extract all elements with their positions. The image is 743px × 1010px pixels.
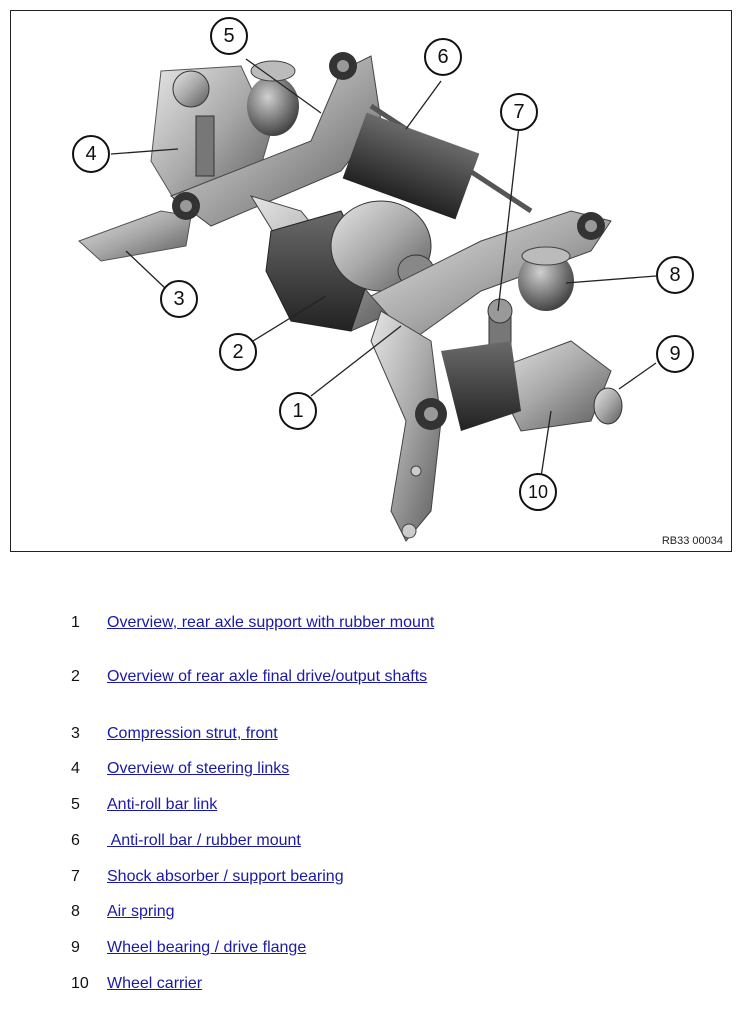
legend-link-air-spring[interactable]: Air spring (107, 903, 175, 920)
legend-number: 6 (71, 832, 80, 849)
legend-number: 3 (71, 725, 80, 742)
callout-2: 2 (232, 341, 243, 363)
rear-axle-illustration: 1 2 3 4 5 6 7 8 9 10 (72, 17, 694, 542)
callout-9: 9 (669, 343, 680, 365)
callout-7: 7 (513, 101, 524, 123)
legend-number: 5 (71, 796, 80, 813)
legend-number: 1 (71, 614, 80, 631)
figure-code: RB33 00034 (661, 535, 723, 547)
callout-4: 4 (85, 143, 96, 165)
legend-link-compression-strut[interactable]: Compression strut, front (107, 725, 278, 742)
legend-number: 9 (71, 939, 80, 956)
legend-link-steering-links[interactable]: Overview of steering links (107, 760, 290, 777)
legend-link-anti-roll-bar[interactable]: Anti-roll bar / rubber mount (107, 832, 301, 849)
legend-link-anti-roll-bar-link[interactable]: Anti-roll bar link (107, 796, 218, 813)
callout-1: 1 (292, 400, 303, 422)
diagram-figure: 1 2 3 4 5 6 7 8 9 10 RB33 00034 (10, 10, 732, 552)
legend-number: 2 (71, 668, 80, 685)
legend-link-rear-axle-support[interactable]: Overview, rear axle support with rubber … (107, 614, 435, 631)
legend-number: 8 (71, 903, 80, 920)
callout-5: 5 (223, 25, 234, 47)
legend-number: 10 (71, 975, 89, 992)
callout-8: 8 (669, 264, 680, 286)
legend-link-shock-absorber[interactable]: Shock absorber / support bearing (107, 868, 344, 885)
callout-6: 6 (437, 46, 448, 68)
legend-number: 4 (71, 760, 80, 777)
legend-link-final-drive[interactable]: Overview of rear axle final drive/output… (107, 668, 428, 685)
callout-3: 3 (173, 288, 184, 310)
legend-number: 7 (71, 868, 80, 885)
callout-10: 10 (528, 482, 548, 502)
legend-link-wheel-carrier[interactable]: Wheel carrier (107, 975, 203, 992)
legend-link-wheel-bearing[interactable]: Wheel bearing / drive flange (107, 939, 307, 956)
